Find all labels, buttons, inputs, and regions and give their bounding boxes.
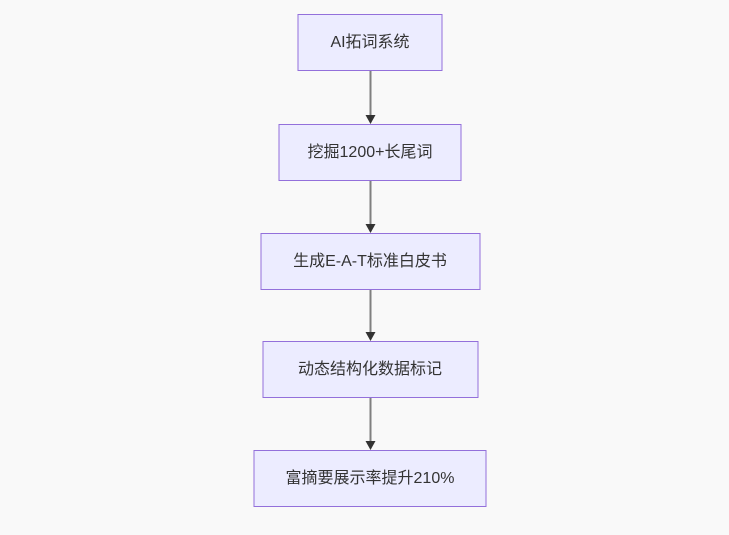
arrow-down-icon — [363, 181, 377, 233]
arrow-down-icon — [363, 71, 377, 124]
flow-node-label: 富摘要展示率提升210% — [285, 469, 455, 487]
flow-node-rich-snippet-result: 富摘要展示率提升210% — [253, 450, 487, 507]
flow-node-label: 生成E-A-T标准白皮书 — [293, 252, 447, 270]
flow-node-longtail-mining: 挖掘1200+长尾词 — [278, 124, 462, 181]
flow-node-label: 动态结构化数据标记 — [297, 360, 442, 378]
flowchart-column: AI拓词系统 挖掘1200+长尾词 生成E-A-T标准白皮书 动态结构化数据标记… — [253, 14, 487, 507]
flow-node-ai-keyword-system: AI拓词系统 — [297, 14, 443, 71]
flow-node-label: AI拓词系统 — [330, 33, 410, 51]
arrow-down-icon — [363, 290, 377, 341]
flow-node-structured-data-markup: 动态结构化数据标记 — [262, 341, 478, 398]
flow-node-label: 挖掘1200+长尾词 — [307, 143, 433, 161]
flow-node-eat-whitepaper: 生成E-A-T标准白皮书 — [260, 233, 480, 290]
arrow-down-icon — [363, 398, 377, 450]
